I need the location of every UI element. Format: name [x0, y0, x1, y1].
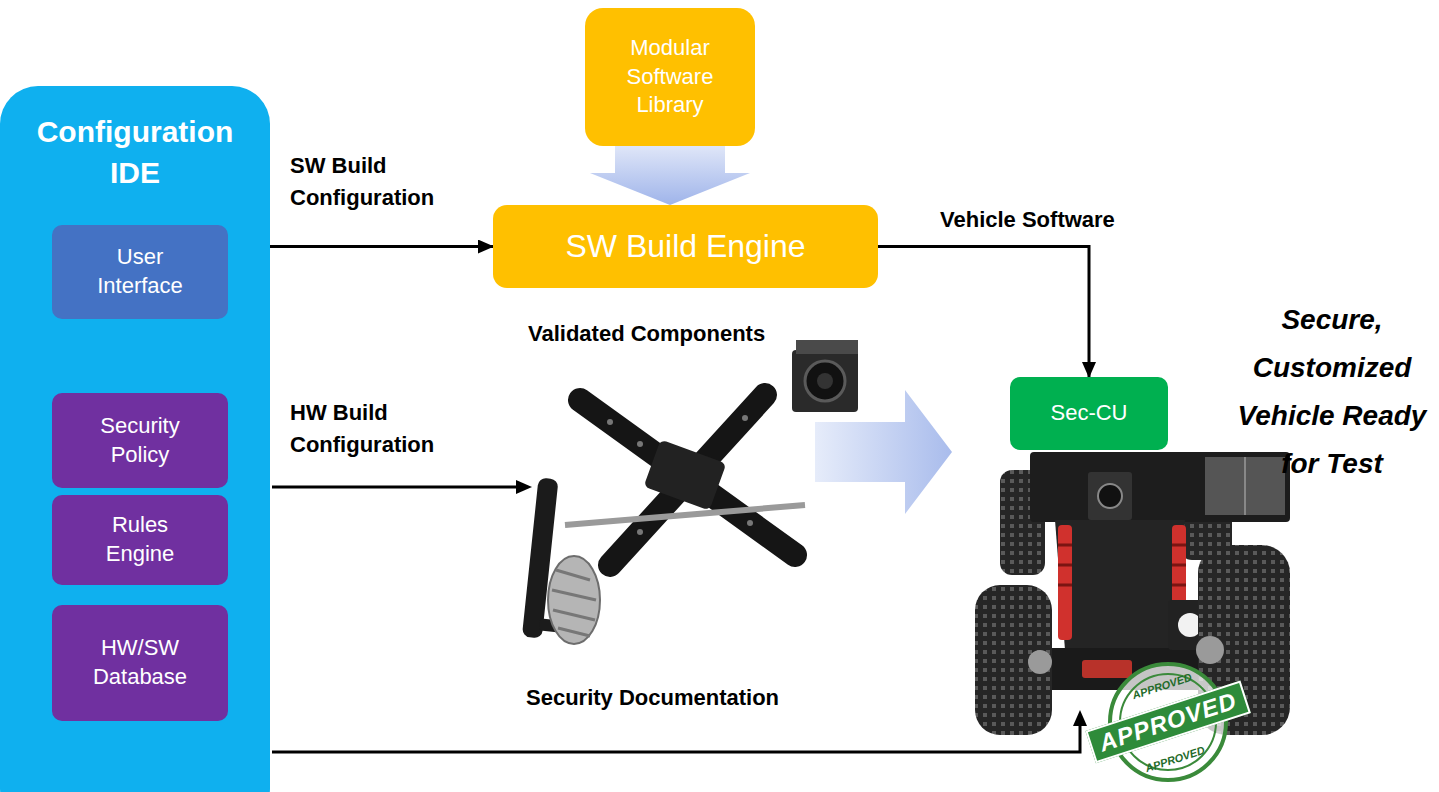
security-doc-arrow: [272, 710, 1087, 752]
box-label: Modular Software Library: [610, 34, 730, 120]
hw-build-arrow-part: [272, 486, 520, 489]
quad-frame: [565, 395, 805, 565]
edge-label: Security Documentation: [526, 684, 779, 712]
quad-frame-part: [610, 395, 765, 565]
gear-part: [558, 628, 590, 636]
quad-frame-part: [742, 415, 748, 421]
quad-frame-part: [644, 440, 727, 511]
camera-module-part: [817, 373, 833, 389]
hw-build-arrow: [272, 480, 532, 494]
gear-part: [548, 556, 600, 644]
flow-arrow: [270, 245, 493, 248]
box-label: Rules Engine: [80, 511, 200, 568]
vehicle-part: [1172, 564, 1186, 567]
policy-box: Security Policy: [52, 393, 228, 488]
edge-label: SW Build Configuration: [290, 150, 490, 214]
vehicle-part: [1030, 452, 1290, 522]
vehicle-part: [1098, 484, 1122, 508]
vehicle-part: [1058, 584, 1072, 587]
gear: [548, 556, 600, 644]
hw-build-arrow-part: [516, 480, 532, 494]
vehicle-part: [1205, 457, 1285, 515]
box-label: HW/SW Database: [80, 634, 200, 691]
vehicle-part: [1088, 472, 1132, 520]
gear-part: [553, 610, 595, 620]
stamp-text: APPROVED: [1085, 681, 1250, 764]
camera-module-part: [792, 350, 858, 412]
panel-heading: Configuration IDE: [15, 112, 255, 193]
vehicle-part: [975, 585, 1052, 735]
vehicle-part: [1058, 525, 1072, 640]
vehicle-part: [1082, 660, 1132, 678]
vehicle-part: [1172, 584, 1186, 587]
box-label: Security Policy: [80, 412, 200, 469]
box-label: SW Build Engine: [565, 226, 805, 268]
stamp-ring-text: APPROVED: [1144, 744, 1206, 774]
stamp-ring-text: APPROVED: [1131, 671, 1193, 701]
ide-panel: Configuration IDE User InterfaceSecurity …: [0, 86, 270, 792]
gear-part: [552, 590, 596, 600]
flow-arrow: [878, 247, 1089, 378]
camera-module-part: [805, 361, 845, 401]
database-box: HW/SW Database: [52, 605, 228, 721]
edge-label: Vehicle Software: [940, 204, 1115, 236]
assembly-arrow: [815, 390, 952, 514]
quad-frame-part: [637, 441, 643, 447]
quad-frame-part: [565, 505, 805, 525]
quad-frame-part: [580, 400, 795, 555]
sec-cu-box: Sec-CU: [1010, 377, 1168, 450]
rules-box: Rules Engine: [52, 495, 228, 585]
vehicle-part: [1055, 520, 1185, 650]
box-label: Sec-CU: [1050, 399, 1127, 428]
group-heading: Validated Components: [528, 320, 765, 348]
block-arrow: [590, 146, 750, 205]
vehicle-part: [1244, 457, 1246, 515]
quad-frame-part: [637, 529, 643, 535]
security-doc-arrow-part: [1073, 710, 1087, 726]
vehicle-part: [1028, 650, 1052, 674]
quad-frame-part: [747, 520, 753, 526]
build-engine-box: SW Build Engine: [493, 205, 878, 288]
vehicle-part: [1058, 544, 1072, 547]
library-box: Modular Software Library: [585, 8, 755, 146]
camera-module-part: [796, 340, 858, 354]
result-caption: Secure, Customized Vehicle Ready for Tes…: [1232, 296, 1432, 488]
box-label: User Interface: [80, 243, 200, 300]
vehicle-part: [1172, 544, 1186, 547]
gear-part: [556, 570, 590, 580]
vehicle-part: [1196, 636, 1224, 664]
edge-label: HW Build Configuration: [290, 397, 490, 461]
vehicle-part: [1058, 564, 1072, 567]
security-doc-arrow-part: [272, 724, 1080, 752]
ui-box: User Interface: [52, 225, 228, 319]
camera-module: [792, 340, 858, 412]
quad-frame-part: [607, 419, 613, 425]
